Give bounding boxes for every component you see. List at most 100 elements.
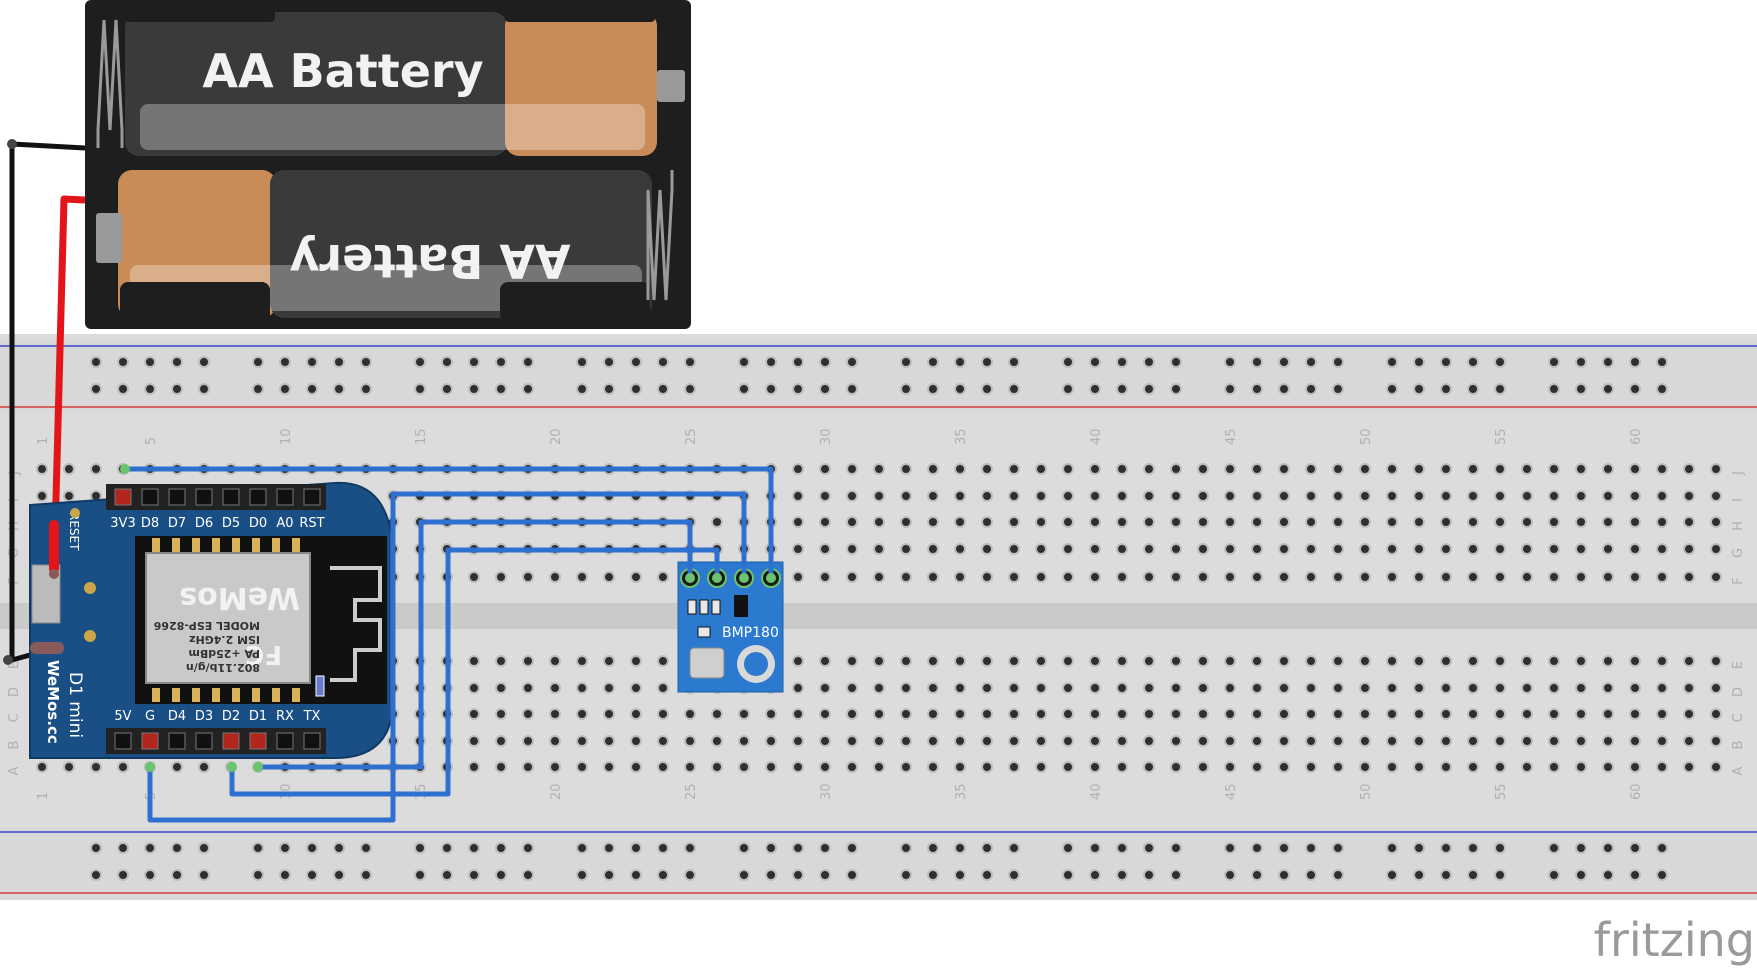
breadboard-hole	[1035, 735, 1047, 747]
breadboard-hole	[954, 543, 966, 555]
breadboard-hole	[468, 571, 480, 583]
rail-hole	[603, 842, 615, 854]
breadboard-hole	[1332, 543, 1344, 555]
reset-button[interactable]	[70, 508, 80, 518]
row-letter: C	[1731, 713, 1746, 722]
breadboard-hole	[1197, 463, 1209, 475]
breadboard-hole	[630, 735, 642, 747]
breadboard-hole	[927, 490, 939, 502]
rail-hole	[468, 356, 480, 368]
breadboard-hole	[1359, 490, 1371, 502]
breadboard-hole	[522, 655, 534, 667]
breadboard-hole	[1035, 463, 1047, 475]
rail-hole	[738, 383, 750, 395]
rail-hole	[1575, 383, 1587, 395]
breadboard-hole	[1386, 682, 1398, 694]
rail-hole	[819, 383, 831, 395]
rail-hole	[414, 869, 426, 881]
rail-hole	[1494, 383, 1506, 395]
breadboard-hole	[927, 735, 939, 747]
pin-label: 3V3	[110, 516, 135, 531]
rail-hole	[1440, 842, 1452, 854]
breadboard-hole	[1467, 543, 1479, 555]
breadboard-hole	[1494, 516, 1506, 528]
breadboard-hole	[1332, 490, 1344, 502]
breadboard-hole	[630, 682, 642, 694]
header-pin	[114, 488, 132, 506]
breadboard-hole	[1656, 543, 1668, 555]
breadboard-hole	[1278, 682, 1290, 694]
breadboard-hole	[1494, 735, 1506, 747]
breadboard-hole	[1548, 682, 1560, 694]
rail-hole	[441, 356, 453, 368]
breadboard-hole	[36, 490, 48, 502]
breadboard-hole	[1602, 463, 1614, 475]
breadboard-hole	[792, 655, 804, 667]
rail-hole	[198, 356, 210, 368]
wemos-reset-label: RESET	[67, 512, 81, 551]
breadboard-hole	[1548, 761, 1560, 773]
breadboard-hole	[495, 761, 507, 773]
breadboard-hole	[1197, 543, 1209, 555]
breadboard-hole	[522, 571, 534, 583]
breadboard-hole	[684, 735, 696, 747]
breadboard-hole	[468, 708, 480, 720]
rail-hole	[657, 356, 669, 368]
breadboard-hole	[1386, 655, 1398, 667]
breadboard-hole	[1332, 571, 1344, 583]
breadboard-hole	[1710, 655, 1722, 667]
bmp180-regulator	[734, 595, 748, 617]
breadboard-hole	[1440, 490, 1452, 502]
breadboard-hole	[1494, 490, 1506, 502]
breadboard-hole	[1143, 761, 1155, 773]
power-rail-holes	[90, 356, 1668, 881]
breadboard-hole	[1467, 463, 1479, 475]
breadboard-hole	[846, 655, 858, 667]
breadboard-hole	[1548, 463, 1560, 475]
breadboard-hole	[981, 735, 993, 747]
rail-hole	[1467, 842, 1479, 854]
rail-hole	[657, 842, 669, 854]
rail-hole	[792, 356, 804, 368]
breadboard-hole	[954, 761, 966, 773]
breadboard-hole	[1413, 571, 1425, 583]
breadboard-hole	[1224, 761, 1236, 773]
rail-hole	[1170, 383, 1182, 395]
header-pin	[303, 732, 321, 750]
rail-hole	[819, 869, 831, 881]
rail-hole	[657, 383, 669, 395]
breadboard-hole	[1062, 490, 1074, 502]
breadboard-hole	[927, 655, 939, 667]
rail-hole	[441, 869, 453, 881]
rail-hole	[927, 383, 939, 395]
breadboard-hole	[819, 655, 831, 667]
breadboard-hole	[1170, 490, 1182, 502]
rail-hole	[1008, 383, 1020, 395]
breadboard-hole	[1035, 571, 1047, 583]
wemos-bottom-header	[114, 732, 321, 750]
breadboard-hole	[1629, 463, 1641, 475]
breadboard-hole	[1089, 543, 1101, 555]
breadboard-hole	[711, 761, 723, 773]
breadboard-hole	[495, 708, 507, 720]
breadboard-hole	[927, 761, 939, 773]
pin-label: D6	[195, 516, 213, 531]
breadboard-hole	[657, 708, 669, 720]
rail-hole	[1062, 869, 1074, 881]
rail-hole	[144, 383, 156, 395]
rail-hole	[144, 356, 156, 368]
rail-hole	[765, 869, 777, 881]
esp-pin	[192, 688, 200, 702]
breadboard-hole	[1143, 708, 1155, 720]
row-letter: H	[1731, 521, 1746, 531]
breadboard-hole	[792, 490, 804, 502]
breadboard-hole	[1170, 655, 1182, 667]
rail-hole	[1413, 842, 1425, 854]
breadboard-hole	[927, 682, 939, 694]
rail-hole	[1602, 869, 1614, 881]
battery-wire-black-tip	[3, 655, 13, 665]
breadboard-hole	[1008, 655, 1020, 667]
breadboard-hole	[738, 708, 750, 720]
breadboard-hole	[846, 708, 858, 720]
rail-hole	[333, 356, 345, 368]
